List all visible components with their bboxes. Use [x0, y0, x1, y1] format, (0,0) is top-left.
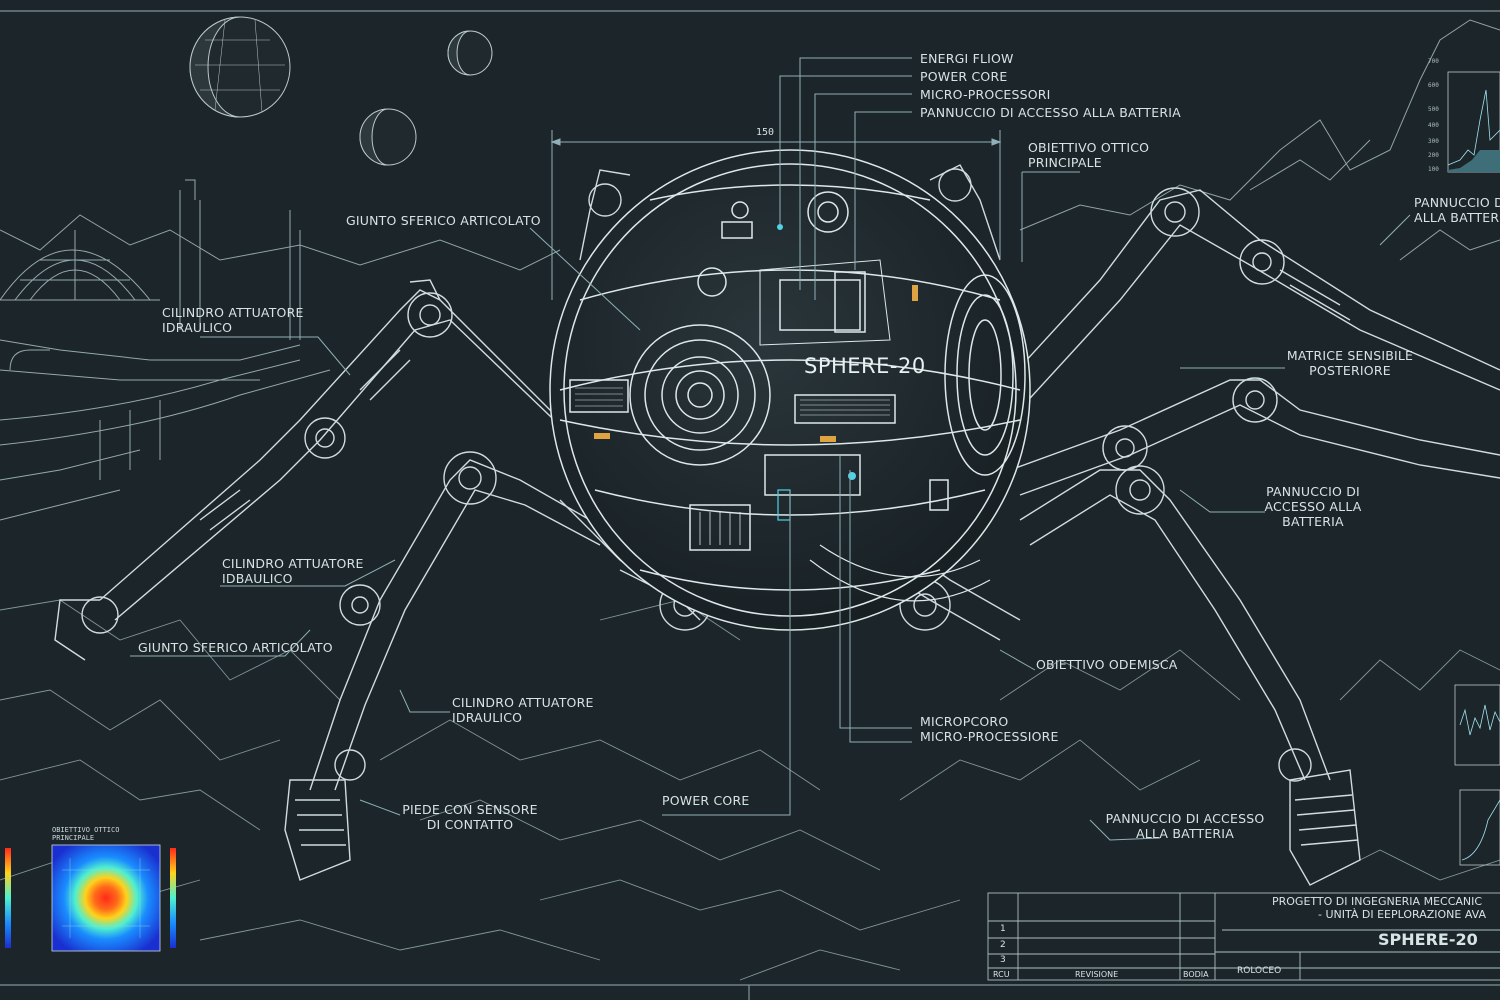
label-matrice: MATRICE SENSIBILE POSTERIORE [1280, 348, 1420, 378]
title-block-project: PROGETTO DI INGEGNERIA MECCANIC - UNITÀ … [1272, 895, 1486, 921]
mini-chart-mid [1454, 684, 1500, 766]
label-piede-line1: PIEDE CON SENSORE [402, 802, 538, 817]
label-pannuccio-bottom: PANNUCCIO DI ACCESSO ALLA BATTERIA [1100, 811, 1270, 841]
label-piede-line2: DI CONTATTO [426, 817, 514, 832]
title-block-row-2: 2 [1000, 940, 1006, 950]
leg-front-right [989, 187, 1500, 421]
label-cilindro-2-line2: IDBAULICO [222, 571, 293, 586]
mini-chart-top [1447, 71, 1500, 173]
mini-chart-tick-200: 200 [1428, 152, 1439, 159]
title-block-project-line2: - UNITÀ DI EEPLORAZIONE AVA [1318, 908, 1487, 921]
sphere-model-label: SPHERE-20 [804, 354, 926, 378]
heatmap-panel [5, 844, 176, 952]
title-block-grid [987, 892, 1500, 981]
label-cilindro-2-line1: CILINDRO ATTUATORE [222, 556, 364, 571]
title-block-project-line1: PROGETTO DI INGEGNERIA MECCANIC [1272, 895, 1483, 908]
label-cilindro-2: CILINDRO ATTUATORE IDBAULICO [222, 556, 364, 586]
colony-structures [0, 179, 331, 521]
label-cilindro-1-line2: IDRAULICO [162, 320, 233, 335]
mini-chart-tick-500: 500 [1428, 106, 1439, 113]
mini-chart-tick-600: 600 [1428, 82, 1439, 89]
dimension-line [550, 130, 1002, 300]
label-micropcoro: MICROPCORO MICRO-PROCESSIORE [920, 714, 1059, 744]
dimension-value: 150 [756, 127, 775, 138]
heatmap-title: OBIETTIVO OTTICO PRINCIPALE [52, 826, 119, 842]
moons [189, 16, 493, 166]
label-cilindro-1-line1: CILINDRO ATTUATORE [162, 305, 304, 320]
mini-chart-bottom [1459, 789, 1500, 866]
mountain-range [0, 19, 1500, 271]
leg-front-left [54, 279, 576, 661]
label-pannuccio-top-right-line2: ALLA BATTERIA [1414, 210, 1500, 225]
label-pannuccio-mid-right-line1: PANNUCCIO DI [1266, 484, 1360, 499]
label-matrice-line1: MATRICE SENSIBILE [1286, 348, 1414, 363]
label-obiettivo-top-line2: PRINCIPALE [1028, 155, 1102, 170]
label-micropcoro-line2: MICRO-PROCESSIORE [920, 729, 1059, 744]
label-piede: PIEDE CON SENSORE DI CONTATTO [400, 802, 540, 832]
leader-lines [130, 57, 1411, 841]
label-cilindro-3-line2: IDRAULICO [452, 710, 523, 725]
label-obiettivo-top-line1: OBIETTIVO OTTICO [1028, 140, 1150, 155]
mini-chart-tick-400: 400 [1428, 122, 1439, 129]
mini-chart-tick-300: 300 [1428, 138, 1439, 145]
title-block-row-3: 3 [1000, 955, 1006, 965]
label-pannuccio-top-right-line1: PANNUCCIO DI [1414, 195, 1500, 210]
callout-pannuccio-batteria: PANNUCCIO DI ACCESSO ALLA BATTERIA [920, 105, 1181, 120]
label-cilindro-3: CILINDRO ATTUATORE IDRAULICO [452, 695, 594, 725]
label-obiettivo-top: OBIETTIVO OTTICO PRINCIPALE [1028, 140, 1149, 170]
title-block-footer-rcu: RCU [993, 970, 1010, 979]
label-pannuccio-mid-right-line3: BATTERIA [1282, 514, 1344, 529]
title-block-footer-roloceo: ROLOCEO [1237, 966, 1282, 976]
heatmap-title-line1: OBIETTIVO OTTICO [52, 826, 120, 834]
label-pannuccio-bottom-line1: PANNUCCIO DI ACCESSO [1105, 811, 1265, 826]
label-micropcoro-line1: MICROPCORO [920, 714, 1009, 729]
leg-back-right [1019, 465, 1361, 886]
title-block-footer-bodia: BODIA [1183, 970, 1209, 979]
callout-power-core: POWER CORE [920, 69, 1008, 84]
title-block-footer-revisione: REVISIONE [1075, 970, 1119, 979]
label-cilindro-1: CILINDRO ATTUATORE IDRAULICO [162, 305, 304, 335]
title-block-row-1: 1 [1000, 924, 1006, 934]
label-pannuccio-bottom-line2: ALLA BATTERIA [1136, 826, 1234, 841]
callout-energi-flow: ENERGI FLIOW [920, 51, 1014, 66]
accent-highlights [594, 224, 918, 521]
leg-mid-right [1009, 377, 1500, 496]
mini-chart-tick-700: 700 [1428, 58, 1439, 65]
label-cilindro-3-line1: CILINDRO ATTUATORE [452, 695, 594, 710]
label-obiettivo-odem: OBIETTIVO ODEMISCA [1036, 657, 1178, 672]
frame-border [0, 10, 1500, 1000]
callout-micro-processori: MICRO-PROCESSORI [920, 87, 1051, 102]
heatmap-title-line2: PRINCIPALE [52, 834, 95, 842]
label-matrice-line2: POSTERIORE [1309, 363, 1391, 378]
leg-mid-left [284, 451, 601, 881]
mini-chart-tick-100: 100 [1428, 166, 1439, 173]
label-giunto-top: GIUNTO SFERICO ARTICOLATO [346, 213, 541, 228]
label-power-core: POWER CORE [662, 793, 750, 808]
label-pannuccio-top-right: PANNUCCIO DI ALLA BATTERIA [1414, 195, 1500, 225]
label-giunto-bottom: GIUNTO SFERICO ARTICOLATO [138, 640, 333, 655]
title-block-name: SPHERE-20 [1378, 930, 1478, 949]
label-pannuccio-mid-right-line2: ACCESSO ALLA [1264, 499, 1362, 514]
label-pannuccio-mid-right: PANNUCCIO DI ACCESSO ALLA BATTERIA [1258, 484, 1368, 529]
